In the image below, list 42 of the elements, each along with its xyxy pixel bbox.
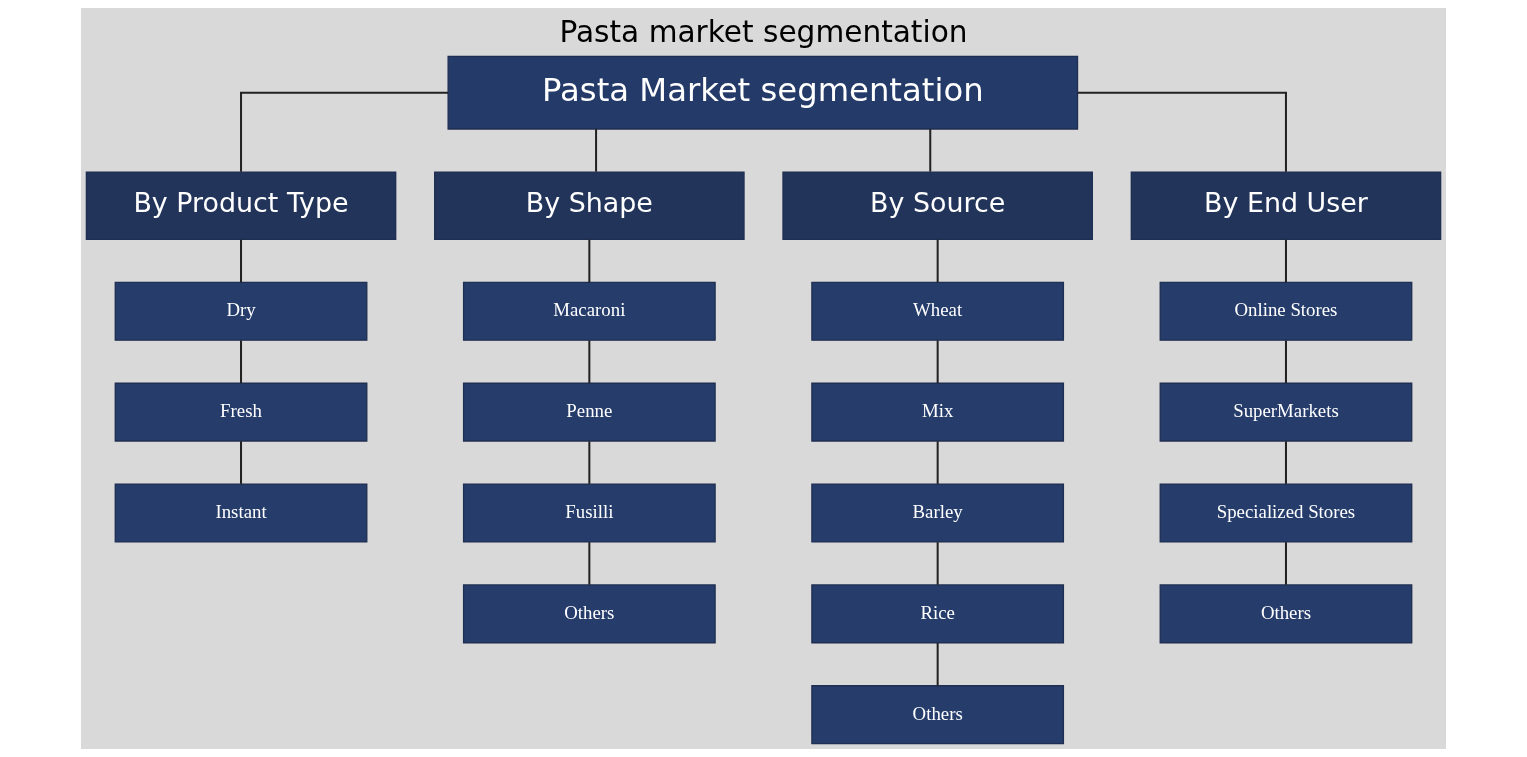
- node-box: Wheat: [811, 281, 1065, 341]
- connector: [1284, 340, 1287, 383]
- connector: [588, 542, 591, 585]
- node-box: Rice: [811, 584, 1065, 644]
- connector: [929, 129, 932, 172]
- connector: [1284, 441, 1287, 484]
- connector: [936, 340, 939, 383]
- connector: [1077, 91, 1287, 172]
- node-box: Others: [1159, 584, 1413, 644]
- connector: [936, 542, 939, 585]
- connector: [1284, 239, 1287, 283]
- connector: [240, 340, 243, 383]
- node-box: Others: [462, 584, 716, 644]
- connector: [936, 643, 939, 686]
- node-box: By Source: [782, 171, 1093, 240]
- connector: [240, 239, 243, 283]
- node-box: Instant: [114, 483, 368, 543]
- node-box: Others: [811, 685, 1065, 745]
- connector: [936, 239, 939, 283]
- connector: [240, 441, 243, 484]
- node-box: Penne: [462, 382, 716, 442]
- node-box: By Product Type: [85, 171, 397, 240]
- node-box: By End User: [1130, 171, 1442, 240]
- node-box: Dry: [114, 281, 368, 341]
- node-box: Fusilli: [462, 483, 716, 543]
- node-box: By Shape: [434, 171, 745, 240]
- node-box: Macaroni: [462, 281, 716, 341]
- connector: [1284, 542, 1287, 585]
- connector: [240, 91, 448, 172]
- connector: [588, 441, 591, 484]
- connector: [936, 441, 939, 484]
- connector: [588, 239, 591, 283]
- node-box: Online Stores: [1159, 281, 1413, 341]
- node-box: Barley: [811, 483, 1065, 543]
- diagram-title: Pasta market segmentation: [559, 15, 968, 50]
- connector: [595, 129, 598, 172]
- node-box: Specialized Stores: [1159, 483, 1413, 543]
- node-box: Mix: [811, 382, 1065, 442]
- node-box: Pasta Market segmentation: [447, 55, 1079, 130]
- node-box: Fresh: [114, 382, 368, 442]
- connector: [588, 340, 591, 383]
- node-box: SuperMarkets: [1159, 382, 1413, 442]
